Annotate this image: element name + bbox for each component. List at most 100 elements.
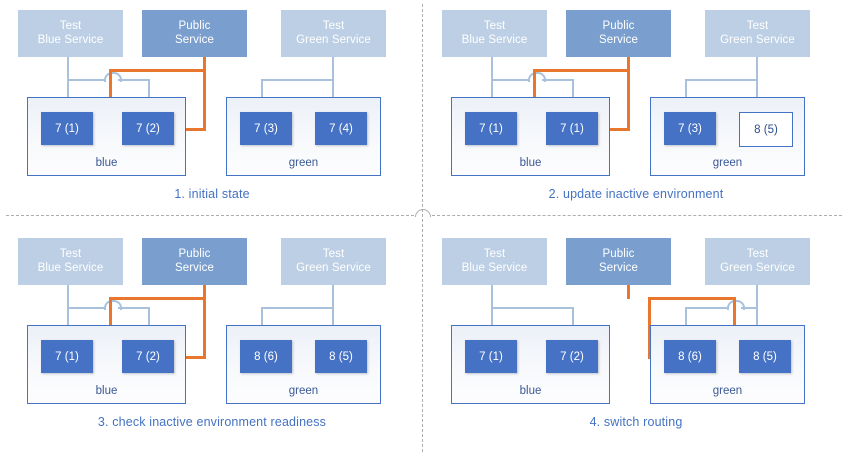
service-test-green-service: Test Green Service (705, 238, 810, 285)
connector-hop-over-orange (104, 300, 122, 310)
service-label-line2: Green Service (720, 33, 795, 46)
connector-test-blue-across (491, 79, 528, 81)
connector-test-green-drop (332, 285, 334, 338)
version-chip: 8 (6) (664, 340, 716, 373)
environment-label-blue: blue (519, 385, 542, 397)
version-chip: 7 (2) (122, 112, 174, 145)
environment-label-blue: blue (95, 385, 118, 397)
service-test-green-service: Test Green Service (705, 10, 810, 57)
connector-test-blue-drop-b (572, 307, 574, 338)
service-public-service: Public Service (142, 238, 247, 285)
service-label-line1: Public (178, 248, 211, 260)
panel-4: Test Blue Service Public Service Test Gr… (424, 228, 848, 456)
connector-test-blue-across-2 (118, 79, 149, 81)
service-label-line1: Public (602, 248, 635, 260)
connector-test-green-across (685, 79, 758, 81)
connector-public-drop (627, 285, 630, 299)
connector-public-into-slot-b (178, 128, 206, 131)
panel-3: Test Blue Service Public Service Test Gr… (0, 228, 424, 456)
connector-test-blue-drop (67, 285, 69, 338)
connector-public-across-top (109, 297, 206, 300)
service-test-blue-service: Test Blue Service (18, 10, 123, 57)
connector-test-blue-across (491, 307, 574, 309)
service-label-line2: Service (174, 261, 215, 274)
service-test-green-service: Test Green Service (281, 238, 386, 285)
connector-hop-over-orange (727, 300, 745, 310)
connector-public-left-leg (648, 297, 651, 359)
environment-label-blue: blue (95, 157, 118, 169)
connector-test-blue-drop-b (148, 307, 150, 338)
environment-blue: 7 (1) 7 (2) blue (27, 97, 186, 176)
connector-test-green-drop-a (685, 79, 687, 110)
divider-horizontal-left (6, 215, 414, 216)
connector-test-green-drop-a (685, 307, 687, 338)
service-label-line1: Test (59, 248, 82, 260)
service-test-green-service: Test Green Service (281, 10, 386, 57)
connector-test-blue-across (67, 79, 104, 81)
service-label-line2: Blue Service (37, 261, 104, 274)
service-label-line1: Public (178, 20, 211, 32)
environment-blue: 7 (1) 7 (1) blue (451, 97, 610, 176)
environment-label-green: green (288, 385, 319, 397)
connector-test-blue-across-2 (542, 79, 573, 81)
connector-test-green-across (685, 307, 727, 309)
service-label-line2: Blue Service (461, 33, 528, 46)
connector-test-green-drop (756, 285, 758, 338)
service-public-service: Public Service (566, 10, 671, 57)
environment-label-green: green (712, 385, 743, 397)
service-label-line2: Green Service (296, 261, 371, 274)
version-chip: 7 (1) (41, 340, 93, 373)
connector-test-green-across-2 (741, 307, 758, 309)
panel-caption: 2. update inactive environment (548, 187, 724, 201)
service-test-blue-service: Test Blue Service (442, 10, 547, 57)
connector-test-blue-drop (491, 285, 493, 338)
environment-blue: 7 (1) 7 (2) blue (451, 325, 610, 404)
panel-caption: 3. check inactive environment readiness (97, 415, 327, 429)
connector-public-main-across (648, 297, 736, 300)
version-chip: 8 (5) (739, 340, 791, 373)
environment-green: 8 (6) 8 (5) green (226, 325, 381, 404)
version-chip: 7 (1) (465, 112, 517, 145)
connector-test-green-drop (756, 57, 758, 110)
version-chip: 7 (1) (465, 340, 517, 373)
environment-green: 7 (3) 8 (5) green (650, 97, 805, 176)
version-chip: 7 (3) (240, 112, 292, 145)
connector-public-into-slot-b (602, 128, 630, 131)
environment-green: 7 (3) 7 (4) green (226, 97, 381, 176)
environment-label-blue: blue (519, 157, 542, 169)
panel-caption: 1. initial state (174, 187, 250, 201)
version-chip: 8 (5) (315, 340, 367, 373)
divider-horizontal-right (432, 215, 842, 216)
version-chip: 7 (1) (41, 112, 93, 145)
connector-public-across-top (533, 69, 630, 72)
connector-test-blue-drop-b (572, 79, 574, 110)
connector-test-blue-across (67, 307, 104, 309)
version-chip-pending: 8 (5) (739, 112, 793, 147)
service-label-line1: Test (59, 20, 82, 32)
service-label-line1: Test (483, 20, 506, 32)
version-chip: 8 (6) (240, 340, 292, 373)
version-chip: 7 (1) (546, 112, 598, 145)
connector-test-blue-across-2 (118, 307, 149, 309)
environment-label-green: green (288, 157, 319, 169)
connector-public-across-top (109, 69, 206, 72)
service-label-line1: Test (322, 248, 345, 260)
connector-test-green-drop-a (261, 79, 263, 110)
connector-public-into-slot-b (178, 356, 206, 359)
panel-1: Test Blue Service Public Service Test Gr… (0, 0, 424, 228)
service-public-service: Public Service (142, 10, 247, 57)
connector-hop-over-orange (528, 72, 546, 82)
service-test-blue-service: Test Blue Service (442, 238, 547, 285)
version-chip: 7 (3) (664, 112, 716, 145)
connector-test-green-across (261, 307, 334, 309)
connector-test-green-across (261, 79, 334, 81)
environment-green: 8 (6) 8 (5) green (650, 325, 805, 404)
connector-test-blue-drop-b (148, 79, 150, 110)
version-chip: 7 (2) (546, 340, 598, 373)
service-label-line2: Green Service (720, 261, 795, 274)
connector-test-blue-drop (67, 57, 69, 110)
environment-blue: 7 (1) 7 (2) blue (27, 325, 186, 404)
service-label-line2: Service (598, 261, 639, 274)
connector-public-drop (203, 57, 206, 131)
